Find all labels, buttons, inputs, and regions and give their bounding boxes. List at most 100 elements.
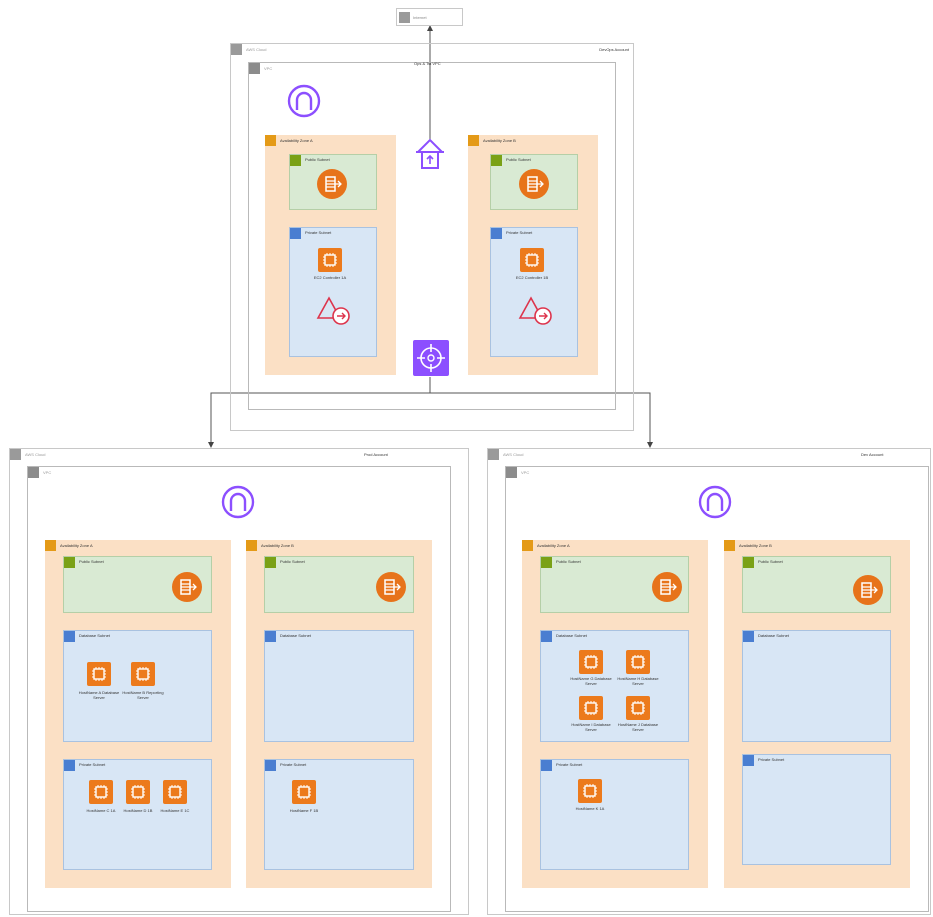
subnet-icon bbox=[541, 631, 552, 642]
server-label: EC2 Controller 1B bbox=[515, 275, 549, 280]
prod-vpc: VPC bbox=[27, 466, 451, 912]
subnet-icon bbox=[491, 228, 502, 239]
devops-vpc: VPC Ops & Tst VPC bbox=[248, 61, 616, 410]
ec2-instance-icon[interactable] bbox=[126, 780, 150, 804]
internet-gateway-icon[interactable] bbox=[414, 136, 446, 172]
prod-az-a-database-subnet: Database Subnet bbox=[63, 630, 212, 742]
ec2-instance-icon[interactable] bbox=[292, 780, 316, 804]
nat-gateway-icon[interactable] bbox=[172, 572, 202, 602]
dev-vpc: VPC bbox=[505, 466, 929, 912]
subnet-icon bbox=[64, 557, 75, 568]
ec2-instance-icon[interactable] bbox=[318, 248, 342, 272]
subnet-label: Private Subnet bbox=[305, 230, 332, 235]
subnet-icon bbox=[743, 755, 754, 766]
subnet-label: Public Subnet bbox=[280, 559, 305, 564]
az-icon bbox=[45, 540, 56, 551]
ec2-instance-icon[interactable] bbox=[87, 662, 111, 686]
server-label: HostName A Database Server bbox=[78, 690, 120, 700]
subnet-icon bbox=[491, 155, 502, 166]
dev-az-a-private-subnet: Private Subnet bbox=[540, 759, 689, 870]
server-label: HostName B Reporting Server bbox=[122, 690, 164, 700]
ec2-instance-icon[interactable] bbox=[520, 248, 544, 272]
az-icon bbox=[265, 135, 276, 146]
nat-gateway-icon[interactable] bbox=[652, 572, 682, 602]
subnet-icon bbox=[265, 760, 276, 771]
nat-gateway-icon[interactable] bbox=[519, 169, 549, 199]
subnet-label: Private Subnet bbox=[79, 762, 106, 767]
internet-label: Internet bbox=[413, 15, 427, 20]
subnet-label: Public Subnet bbox=[305, 157, 330, 162]
subnet-icon bbox=[541, 557, 552, 568]
vpc-icon bbox=[249, 63, 260, 74]
nat-gateway-icon[interactable] bbox=[317, 169, 347, 199]
az-label: Availability Zone A bbox=[537, 543, 570, 548]
account-label: Dev Account bbox=[861, 452, 884, 457]
cloud-icon bbox=[10, 449, 21, 460]
subnet-label: Database Subnet bbox=[79, 633, 110, 638]
subnet-label: Database Subnet bbox=[556, 633, 587, 638]
az-label: Availability Zone A bbox=[280, 138, 313, 143]
az-icon bbox=[468, 135, 479, 146]
subnet-label: Public Subnet bbox=[556, 559, 581, 564]
subnet-icon bbox=[541, 760, 552, 771]
subnet-label: Private Subnet bbox=[280, 762, 307, 767]
prod-az-b-private-subnet: Private Subnet bbox=[264, 759, 414, 870]
cloud-icon bbox=[231, 44, 242, 55]
dev-az-b-private-subnet: Private Subnet bbox=[742, 754, 891, 865]
account-label: DevOps Account bbox=[599, 47, 629, 52]
vpc-label: VPC bbox=[521, 470, 530, 475]
server-label: HostName K 1A bbox=[575, 806, 605, 811]
ec2-instance-icon[interactable] bbox=[579, 696, 603, 720]
subnet-label: Private Subnet bbox=[758, 757, 785, 762]
server-label: HostName D 1B bbox=[123, 808, 153, 813]
cloud-label: AWS Cloud bbox=[25, 452, 46, 457]
server-label: HostName G Database Server bbox=[570, 676, 612, 686]
transit-gateway-icon[interactable] bbox=[413, 340, 449, 376]
server-label: HostName E 1C bbox=[160, 808, 190, 813]
internet-icon bbox=[399, 12, 410, 23]
server-label: HostName J Database Server bbox=[617, 722, 659, 732]
vpc-title: Ops & Tst VPC bbox=[414, 61, 441, 66]
vpc-peering-icon bbox=[221, 485, 255, 519]
subnet-icon bbox=[743, 557, 754, 568]
cloud-label: AWS Cloud bbox=[246, 47, 267, 52]
server-label: EC2 Controller 1A bbox=[313, 275, 347, 280]
dev-cloud: AWS Cloud Dev Account bbox=[487, 448, 931, 915]
az-label: Availability Zone B bbox=[483, 138, 516, 143]
alert-target-icon bbox=[316, 296, 350, 325]
dev-az-b-database-subnet: Database Subnet bbox=[742, 630, 891, 742]
subnet-label: Private Subnet bbox=[506, 230, 533, 235]
ec2-instance-icon[interactable] bbox=[579, 650, 603, 674]
subnet-icon bbox=[290, 155, 301, 166]
subnet-icon bbox=[290, 228, 301, 239]
prod-cloud: AWS Cloud Prod Account bbox=[9, 448, 469, 915]
az-icon bbox=[724, 540, 735, 551]
az-label: Availability Zone B bbox=[261, 543, 294, 548]
dev-az-a-database-subnet: Database Subnet bbox=[540, 630, 689, 742]
subnet-icon bbox=[265, 631, 276, 642]
az-label: Availability Zone A bbox=[60, 543, 93, 548]
subnet-icon bbox=[743, 631, 754, 642]
ec2-instance-icon[interactable] bbox=[163, 780, 187, 804]
vpc-peering-icon bbox=[287, 84, 321, 118]
subnet-label: Database Subnet bbox=[758, 633, 789, 638]
subnet-label: Public Subnet bbox=[758, 559, 783, 564]
vpc-peering-icon bbox=[698, 485, 732, 519]
nat-gateway-icon[interactable] bbox=[853, 575, 883, 605]
vpc-icon bbox=[506, 467, 517, 478]
vpc-label: VPC bbox=[43, 470, 52, 475]
subnet-icon bbox=[64, 631, 75, 642]
ec2-instance-icon[interactable] bbox=[131, 662, 155, 686]
ec2-instance-icon[interactable] bbox=[626, 650, 650, 674]
ec2-instance-icon[interactable] bbox=[578, 779, 602, 803]
ec2-instance-icon[interactable] bbox=[89, 780, 113, 804]
subnet-label: Private Subnet bbox=[556, 762, 583, 767]
tgw-link-prod bbox=[208, 377, 431, 448]
nat-gateway-icon[interactable] bbox=[376, 572, 406, 602]
az-icon bbox=[246, 540, 257, 551]
vpc-label: VPC bbox=[264, 66, 273, 71]
ec2-instance-icon[interactable] bbox=[626, 696, 650, 720]
cloud-icon bbox=[488, 449, 499, 460]
internet-node[interactable]: Internet bbox=[396, 8, 463, 26]
alert-target-icon bbox=[518, 296, 552, 325]
